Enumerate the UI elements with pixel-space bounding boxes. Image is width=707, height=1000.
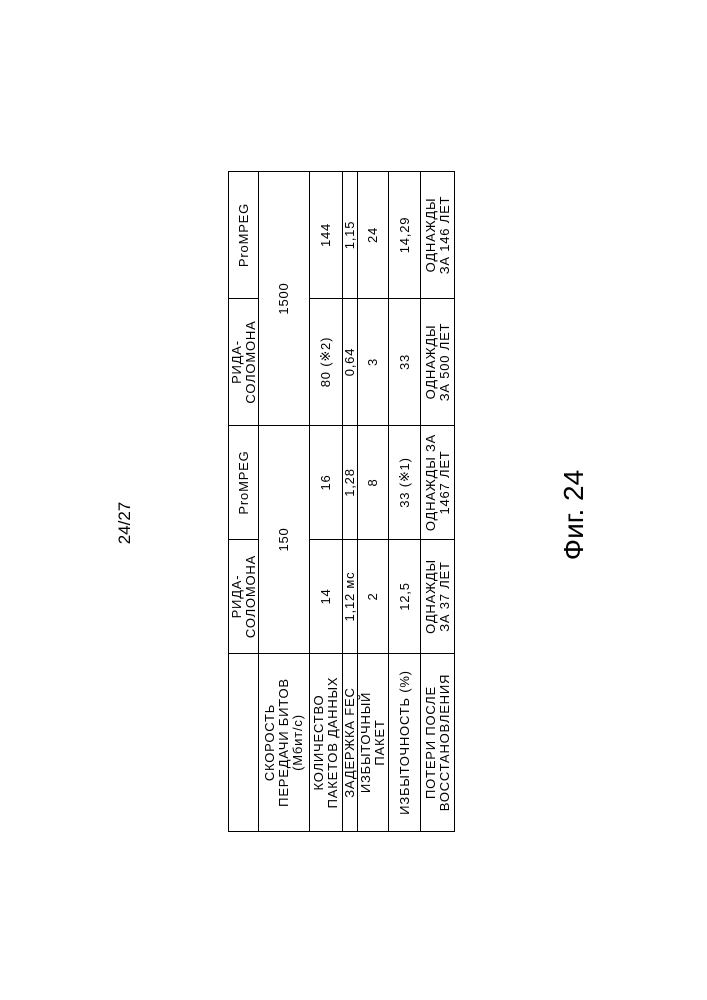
table-cell-merged: 1500 bbox=[259, 172, 310, 426]
header-cell: РИДА- СОЛОМОНА bbox=[229, 540, 259, 654]
spec-table-rotated: РИДА- СОЛОМОНА ProMPEG РИДА- СОЛОМОНА Pr… bbox=[228, 172, 453, 832]
table-cell: 80 (※2) bbox=[310, 299, 343, 426]
row-label: ИЗБЫТОЧНЫЙ ПАКЕТ bbox=[358, 654, 389, 832]
table-cell: 1,12 мс bbox=[343, 540, 358, 654]
table-cell: 12,5 bbox=[389, 540, 421, 654]
header-cell-empty bbox=[229, 654, 259, 832]
table-row: КОЛИЧЕСТВО ПАКЕТОВ ДАННЫХ 14 16 80 (※2) … bbox=[310, 172, 343, 832]
table-row: ПОТЕРИ ПОСЛЕ ВОССТАНОВЛЕНИЯ ОДНАЖДЫ ЗА 3… bbox=[421, 172, 455, 832]
row-label: СКОРОСТЬ ПЕРЕДАЧИ БИТОВ (Мбит/с) bbox=[259, 654, 310, 832]
table-row: ЗАДЕРЖКА FEC 1,12 мс 1,28 0,64 1,15 bbox=[343, 172, 358, 832]
figure-caption: Фиг. 24 bbox=[557, 465, 591, 565]
table-row: ИЗБЫТОЧНОСТЬ (%) 12,5 33 (※1) 33 14,29 bbox=[389, 172, 421, 832]
table-cell: 24 bbox=[358, 172, 389, 299]
row-label: КОЛИЧЕСТВО ПАКЕТОВ ДАННЫХ bbox=[310, 654, 343, 832]
table-cell: 8 bbox=[358, 426, 389, 540]
table-cell: ОДНАЖДЫ ЗА 37 ЛЕТ bbox=[421, 540, 455, 654]
table-row: ИЗБЫТОЧНЫЙ ПАКЕТ 2 8 3 24 bbox=[358, 172, 389, 832]
spec-table-container: РИДА- СОЛОМОНА ProMPEG РИДА- СОЛОМОНА Pr… bbox=[228, 172, 453, 832]
table-cell: 2 bbox=[358, 540, 389, 654]
table-cell: 16 bbox=[310, 426, 343, 540]
table-cell: 144 bbox=[310, 172, 343, 299]
header-cell: РИДА- СОЛОМОНА bbox=[229, 299, 259, 426]
table-cell: 1,28 bbox=[343, 426, 358, 540]
table-cell: ОДНАЖДЫ ЗА 500 ЛЕТ bbox=[421, 299, 455, 426]
table-cell-merged: 150 bbox=[259, 426, 310, 654]
table-cell: 0,64 bbox=[343, 299, 358, 426]
table-header-row: РИДА- СОЛОМОНА ProMPEG РИДА- СОЛОМОНА Pr… bbox=[229, 172, 259, 832]
spec-table: РИДА- СОЛОМОНА ProMPEG РИДА- СОЛОМОНА Pr… bbox=[228, 171, 455, 832]
table-row: СКОРОСТЬ ПЕРЕДАЧИ БИТОВ (Мбит/с) 150 150… bbox=[259, 172, 310, 832]
table-cell: 33 bbox=[389, 299, 421, 426]
header-cell: ProMPEG bbox=[229, 426, 259, 540]
table-cell: 14,29 bbox=[389, 172, 421, 299]
table-cell: 1,15 bbox=[343, 172, 358, 299]
table-cell: 33 (※1) bbox=[389, 426, 421, 540]
row-label: ИЗБЫТОЧНОСТЬ (%) bbox=[389, 654, 421, 832]
page-number: 24/27 bbox=[116, 501, 134, 545]
row-label: ЗАДЕРЖКА FEC bbox=[343, 654, 358, 832]
row-label: ПОТЕРИ ПОСЛЕ ВОССТАНОВЛЕНИЯ bbox=[421, 654, 455, 832]
header-cell: ProMPEG bbox=[229, 172, 259, 299]
table-cell: ОДНАЖДЫ ЗА 1467 ЛЕТ bbox=[421, 426, 455, 540]
table-cell: ОДНАЖДЫ ЗА 146 ЛЕТ bbox=[421, 172, 455, 299]
table-cell: 14 bbox=[310, 540, 343, 654]
table-cell: 3 bbox=[358, 299, 389, 426]
